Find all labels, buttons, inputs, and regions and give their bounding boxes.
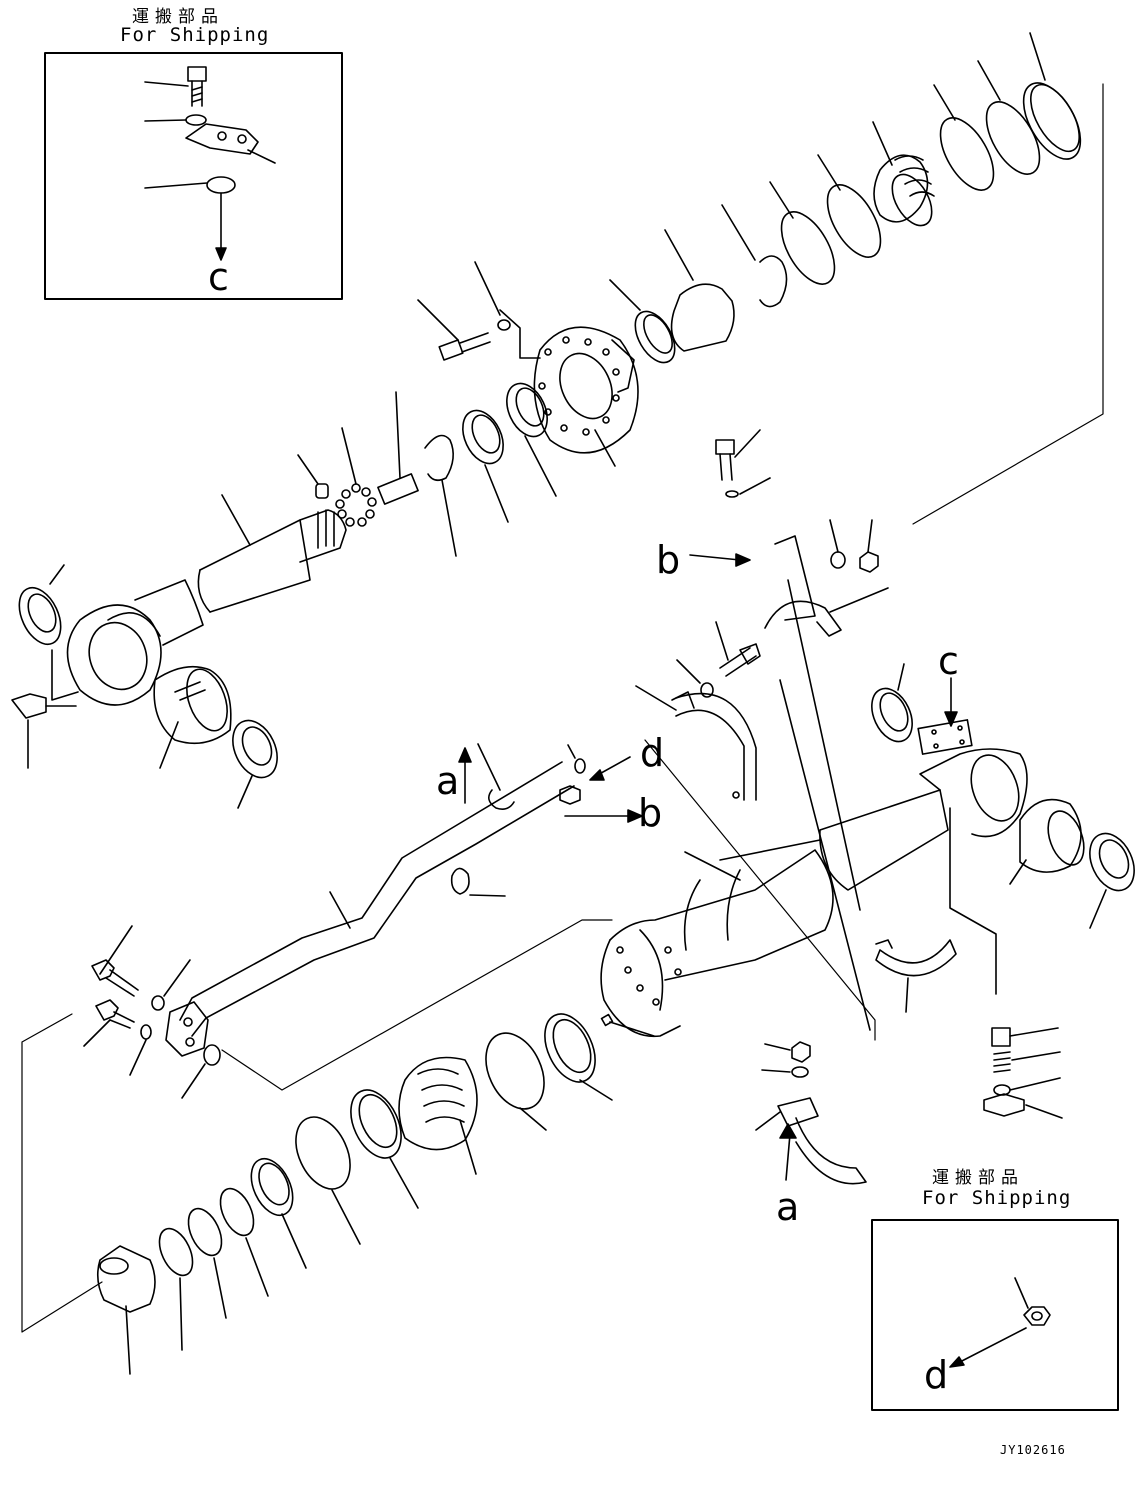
shipping-box-2-title-jp: 運搬部品 — [932, 1168, 1024, 1188]
callout-c-port: c — [938, 639, 959, 683]
piston-rod — [68, 495, 347, 705]
flange-bolts — [84, 926, 220, 1098]
shipping-box-1-title-en: For Shipping — [120, 24, 270, 46]
callout-a-clamp: a — [776, 1185, 800, 1229]
leader-lines — [22, 84, 1103, 1332]
bolt-part — [145, 67, 206, 106]
piston-assembly — [98, 1006, 654, 1374]
shipping-box-1-title-jp: 運搬部品 — [132, 7, 224, 27]
head-ring-stack — [610, 33, 1092, 369]
rod-end-parts — [11, 565, 286, 808]
nut-part — [950, 1278, 1050, 1367]
callout-d-pipe: d — [640, 731, 665, 775]
clamp-a — [756, 680, 870, 1184]
lock-plate-part — [186, 124, 275, 163]
cap-part — [145, 177, 235, 260]
callout-a-pipe: a — [436, 759, 460, 803]
tube-end-bushings — [864, 664, 1136, 928]
pipe-assembly — [166, 744, 642, 1056]
cylinder-tube — [601, 622, 1027, 1036]
shipping-box-1 — [45, 53, 342, 299]
shipping-box-2-ref-d: d — [924, 1353, 949, 1397]
shipping-box-2-title-en: For Shipping — [922, 1187, 1072, 1209]
ball-ring — [336, 484, 376, 526]
callout-b-pipe: b — [638, 791, 663, 835]
shipping-box-1-ref-c: c — [208, 255, 229, 299]
clamp-b — [690, 430, 888, 910]
shipping-box-2 — [872, 1220, 1118, 1410]
drawing-code: JY102616 — [1000, 1443, 1066, 1457]
callout-b-clamp: b — [656, 538, 681, 582]
check-valve-parts — [984, 1028, 1062, 1118]
washer-part — [145, 115, 206, 125]
piston-nut-rings — [298, 377, 556, 556]
cylinder-head-flange — [418, 262, 638, 466]
